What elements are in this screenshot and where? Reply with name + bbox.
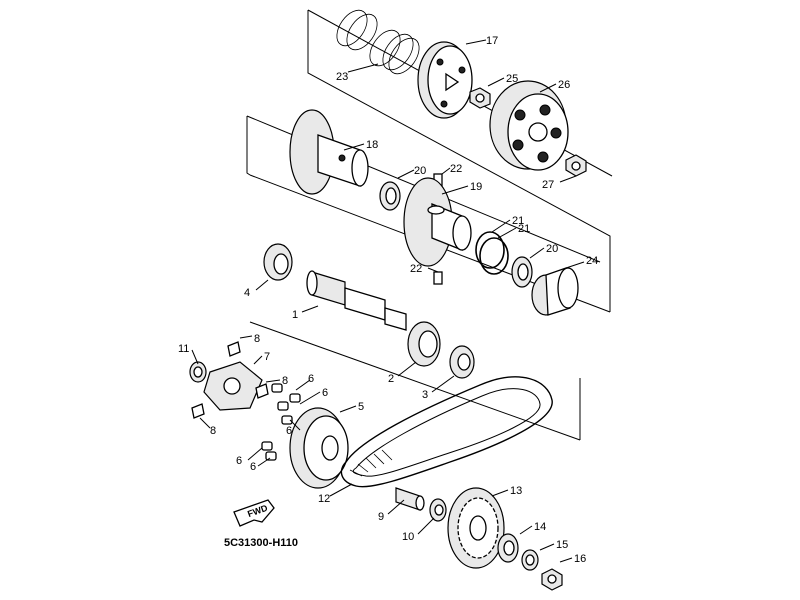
label-6-a: 6 [308, 373, 314, 385]
primary-cam [203, 361, 263, 411]
o-rings-21 [475, 231, 509, 275]
label-27: 27 [542, 179, 554, 191]
label-11: 11 [178, 343, 189, 355]
label-7: 7 [264, 351, 270, 363]
bearing-2 [407, 321, 441, 367]
secondary-fixed-sheave [289, 109, 369, 195]
sliders-8 [191, 341, 269, 419]
label-12: 12 [318, 493, 330, 505]
label-6-b: 6 [322, 387, 328, 399]
label-3: 3 [422, 389, 428, 401]
label-18: 18 [366, 139, 378, 151]
label-8-mid: 8 [282, 375, 288, 387]
primary-sliding-sheave [289, 407, 349, 489]
label-16: 16 [574, 553, 586, 565]
label-14: 14 [534, 521, 546, 533]
collar-24 [531, 267, 579, 316]
leader-lines [191, 39, 585, 563]
clutch-spring-rings [336, 9, 420, 75]
part-14 [497, 533, 519, 563]
secondary-sliding-sheave [403, 177, 472, 267]
label-26: 26 [558, 79, 570, 91]
primary-fixed-sheave-fan [447, 487, 505, 569]
washer-10 [429, 498, 447, 522]
sheave-group-outline [246, 116, 251, 176]
label-22-upper: 22 [450, 163, 462, 175]
clutch-carrier [417, 41, 473, 119]
clutch-group-outline [307, 10, 611, 312]
part-number-labels: 23 17 25 26 27 18 20 22 19 21 21 20 24 2… [178, 35, 598, 565]
collar-9 [395, 487, 425, 511]
label-24: 24 [586, 255, 598, 267]
bearing-4 [263, 243, 293, 281]
label-10: 10 [402, 531, 414, 543]
weights-6 [261, 383, 301, 461]
hex-nut-25 [469, 87, 491, 109]
primary-shaft [306, 270, 407, 331]
hex-nut-27 [565, 154, 587, 177]
label-15: 15 [556, 539, 568, 551]
label-5: 5 [358, 401, 364, 413]
label-4: 4 [244, 287, 250, 299]
oil-seal-20-upper [379, 181, 401, 211]
label-1: 1 [292, 309, 298, 321]
label-25: 25 [506, 73, 518, 85]
label-6-e: 6 [250, 461, 256, 473]
label-17: 17 [486, 35, 498, 47]
label-20-upper: 20 [414, 165, 426, 177]
label-8-bottom: 8 [210, 425, 216, 437]
clutch-housing [489, 80, 569, 171]
label-6-c: 6 [286, 425, 292, 437]
label-13: 13 [510, 485, 522, 497]
diagram-code: 5C31300-H110 [224, 537, 298, 549]
label-20-lower: 20 [546, 243, 558, 255]
fwd-arrow-icon: FWD [233, 499, 275, 527]
washer-15 [521, 549, 539, 571]
label-6-d: 6 [236, 455, 242, 467]
label-23: 23 [336, 71, 348, 83]
circlip-11 [189, 361, 207, 383]
oil-seal-3 [449, 345, 475, 379]
label-21-a: 21 [512, 215, 524, 227]
label-2: 2 [388, 373, 394, 385]
label-8-top: 8 [254, 333, 260, 345]
label-9: 9 [378, 511, 384, 523]
v-belt [340, 376, 553, 488]
guide-pin-22-lower [433, 271, 443, 285]
oil-seal-20-lower [511, 256, 533, 288]
hex-nut-16 [541, 568, 563, 591]
label-21-b: 21 [518, 223, 530, 235]
label-19: 19 [470, 181, 482, 193]
primary-group-outline [249, 321, 581, 441]
label-22-lower: 22 [410, 263, 422, 275]
